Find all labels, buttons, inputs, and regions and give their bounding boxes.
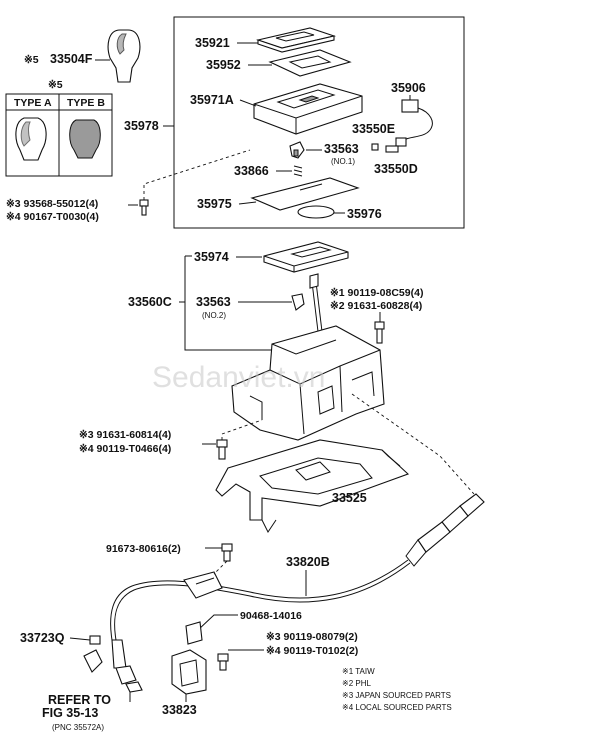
part-35975 [250,177,360,211]
part-33823 [171,649,207,695]
label-33820B: 33820B [286,555,330,569]
legend-n1: ※1 TAIW [342,667,375,676]
part-35921 [255,27,337,53]
part-33723Q [89,635,101,645]
label-bolt-c2: ※4 90119-T0466(4) [79,443,171,455]
label-bolt-c1: ※3 91631-60814(4) [79,429,171,441]
part-33563-no2 [291,293,305,311]
part-35976 [297,205,335,219]
label-35975: 35975 [197,197,232,211]
label-bolt-b2: ※2 91631-60828(4) [330,300,422,312]
label-35978: 35978 [124,119,159,133]
label-35971A: 35971A [190,93,234,107]
label-bolt-a1: ※3 93568-55012(4) [6,198,98,210]
cable-33820B [110,559,409,641]
watermark: Sedanviet.vn [152,361,325,394]
cable-end-upper [405,493,485,567]
label-90468: 90468-14016 [240,610,302,622]
label-33560C: 33560C [128,295,172,309]
label-refer-2: FIG 35-13 [42,706,98,720]
cable-end-lower [83,639,143,693]
label-33723Q: 33723Q [20,631,65,645]
label-33563-mid-note: (NO.2) [202,311,226,320]
label-91673: 91673-80616(2) [106,543,181,555]
bolt-a-icon [139,199,149,216]
label-33550E: 33550E [352,122,395,136]
shifter-housing [231,325,385,441]
part-33550E [371,143,379,151]
label-33866: 33866 [234,164,269,178]
legend-n2: ※2 PHL [342,679,371,688]
label-bolt-a2: ※4 90167-T0030(4) [6,211,99,223]
part-33525 [215,439,410,533]
label-33550D: 33550D [374,162,418,176]
label-33563-top: 33563 [324,142,359,156]
label-33525: 33525 [332,491,367,505]
part-33866 [293,165,303,177]
label-bolt-d2: ※4 90119-T0102(2) [266,645,358,657]
bolt-b-icon [374,321,385,344]
label-type-b: TYPE B [67,97,105,109]
part-33550D [385,145,399,153]
label-35952: 35952 [206,58,241,72]
label-33563-mid: 33563 [196,295,231,309]
label-refer-3: (PNC 35572A) [52,723,104,732]
part-35974 [263,241,349,273]
knob-type-a-drawing [15,117,47,161]
label-bolt-b1: ※1 90119-08C59(4) [330,287,423,299]
cable-clamp [183,571,223,599]
bolt-c-icon [216,439,228,460]
knob-type-b-drawing [69,119,101,159]
label-35906: 35906 [391,81,426,95]
label-33563-top-note: (NO.1) [331,157,355,166]
legend: ※1 TAIW ※2 PHL ※3 JAPAN SOURCED PARTS ※4… [342,667,452,712]
bolt-d-icon [217,653,229,671]
part-35971A [253,83,363,135]
legend-n3: ※3 JAPAN SOURCED PARTS [342,691,451,700]
legend-n4: ※4 LOCAL SOURCED PARTS [342,703,452,712]
label-35976: 35976 [347,207,382,221]
label-35921: 35921 [195,36,230,50]
label-refer-1: REFER TO [48,693,111,707]
label-type-a: TYPE A [14,97,52,109]
bolt-91673-icon [221,543,233,562]
label-33823: 33823 [162,703,197,717]
part-90468 [185,621,203,645]
label-35974: 35974 [194,250,229,264]
label-33504F: 33504F [50,52,93,66]
shift-knob-33504F [107,29,141,83]
part-35952 [268,49,352,77]
knob-type-table [5,93,113,177]
part-35906 [395,99,433,147]
label-knob-note: ※5 [48,79,63,91]
part-33563-no1 [289,141,305,159]
label-33504F-prefix: ※5 [24,54,39,66]
label-bolt-d1: ※3 90119-08079(2) [266,631,358,643]
upper-group-box [173,16,465,229]
